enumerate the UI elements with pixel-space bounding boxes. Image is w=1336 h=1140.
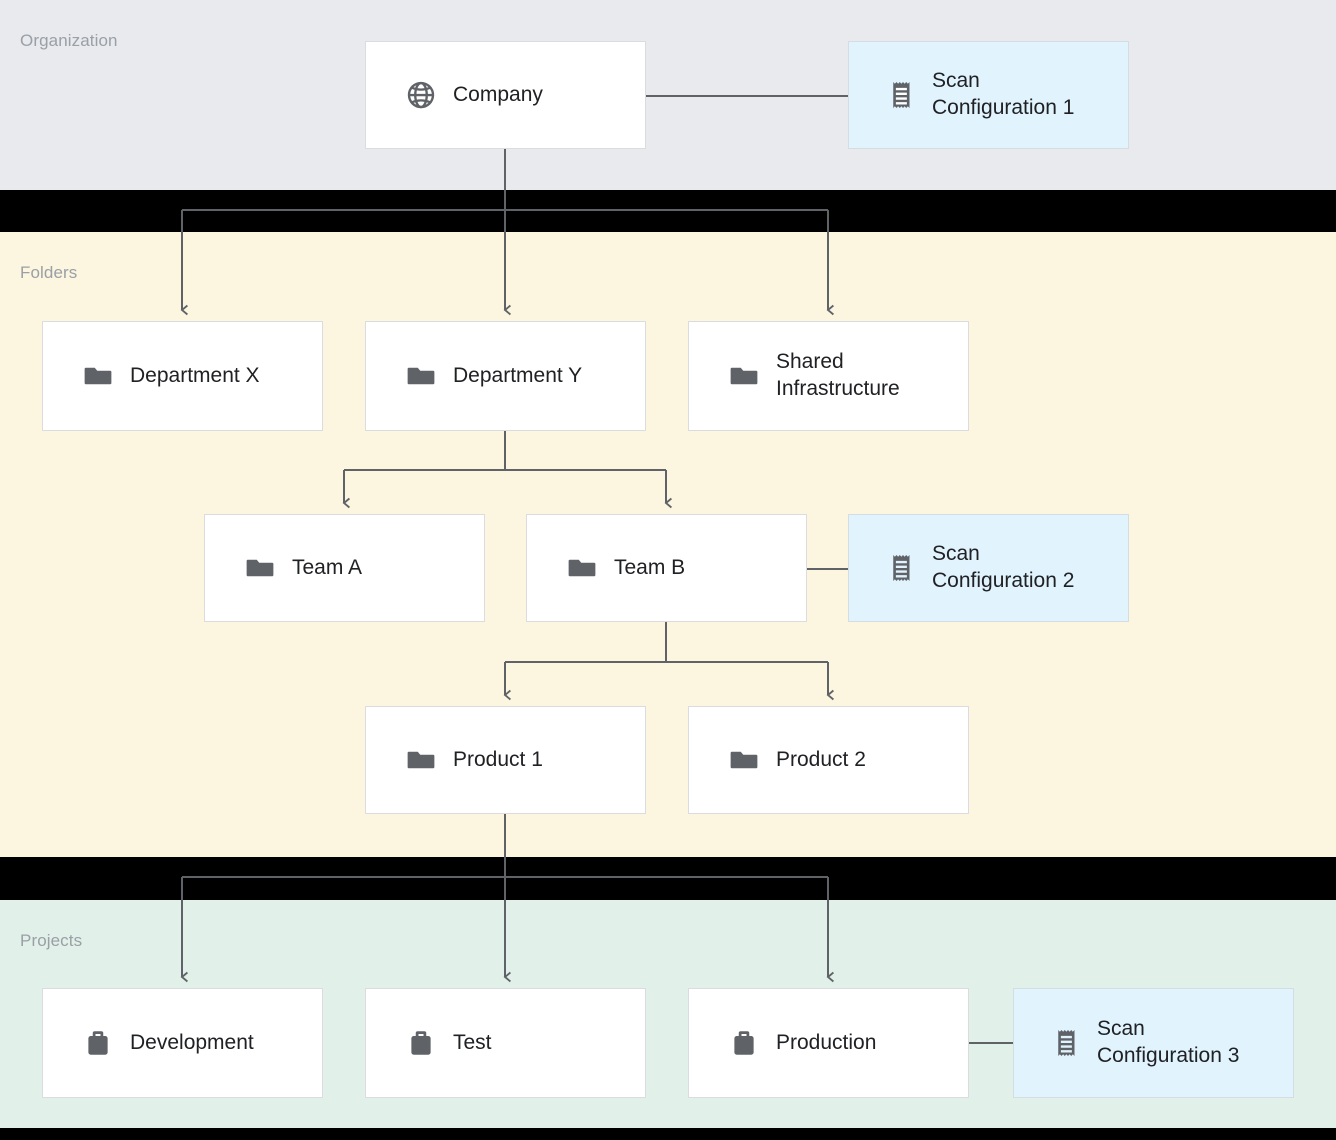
- node-production[interactable]: Production: [688, 988, 969, 1098]
- node-scan-configuration-3[interactable]: Scan Configuration 3: [1013, 988, 1294, 1098]
- node-label: Product 2: [776, 747, 866, 771]
- node-scan-configuration-2[interactable]: Scan Configuration 2: [848, 514, 1129, 622]
- briefcase-icon: [411, 1031, 431, 1055]
- section-label-folders: Folders: [20, 263, 78, 282]
- receipt-icon: [893, 82, 910, 108]
- globe-icon: [407, 81, 435, 109]
- briefcase-icon: [88, 1031, 108, 1055]
- node-team-a[interactable]: Team A: [204, 514, 485, 622]
- node-label: Scan Configuration 3: [1097, 1017, 1240, 1067]
- node-label: Scan Configuration 2: [932, 542, 1075, 592]
- folder-icon: [568, 559, 596, 577]
- node-label: Scan Configuration 1: [932, 69, 1075, 119]
- node-label: Shared Infrastructure: [776, 350, 900, 400]
- receipt-icon: [1058, 1030, 1075, 1056]
- folder-icon: [730, 751, 758, 769]
- folder-icon: [407, 367, 435, 385]
- node-product-1[interactable]: Product 1: [365, 706, 646, 814]
- section-label-organization: Organization: [20, 31, 118, 50]
- section-band-organization: [0, 0, 1336, 190]
- folder-icon: [730, 367, 758, 385]
- briefcase-icon: [734, 1031, 754, 1055]
- folder-icon: [246, 559, 274, 577]
- node-product-2[interactable]: Product 2: [688, 706, 969, 814]
- node-team-b[interactable]: Team B: [526, 514, 807, 622]
- folder-icon: [84, 367, 112, 385]
- node-department-y[interactable]: Department Y: [365, 321, 646, 431]
- folder-icon: [407, 751, 435, 769]
- node-label: Team B: [614, 555, 686, 579]
- node-label: Company: [453, 82, 543, 106]
- section-label-projects: Projects: [20, 931, 83, 950]
- node-department-x[interactable]: Department X: [42, 321, 323, 431]
- node-test[interactable]: Test: [365, 988, 646, 1098]
- node-label: Production: [776, 1030, 877, 1054]
- node-label: Development: [130, 1030, 254, 1054]
- node-label: Department X: [130, 363, 260, 387]
- node-label: Test: [453, 1030, 492, 1054]
- node-shared-infrastructure[interactable]: Shared Infrastructure: [688, 321, 969, 431]
- node-development[interactable]: Development: [42, 988, 323, 1098]
- node-label: Team A: [292, 555, 363, 579]
- node-label: Product 1: [453, 747, 543, 771]
- node-scan-configuration-1[interactable]: Scan Configuration 1: [848, 41, 1129, 149]
- receipt-icon: [893, 555, 910, 581]
- node-label: Department Y: [453, 363, 583, 387]
- node-company[interactable]: Company: [365, 41, 646, 149]
